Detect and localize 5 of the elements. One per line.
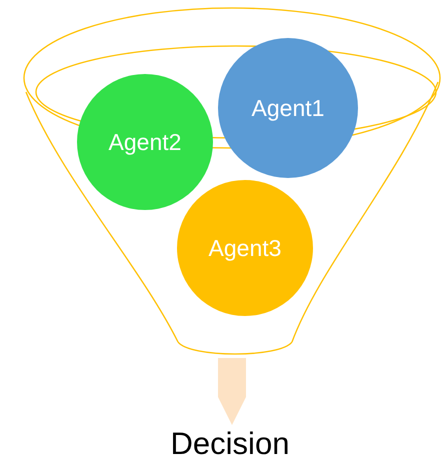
decision-label: Decision <box>130 424 330 464</box>
agent-circle: Agent2 <box>77 74 213 210</box>
down-arrow <box>218 358 246 425</box>
agent-circle: Agent3 <box>177 180 313 316</box>
agent-circle: Agent1 <box>218 38 358 178</box>
